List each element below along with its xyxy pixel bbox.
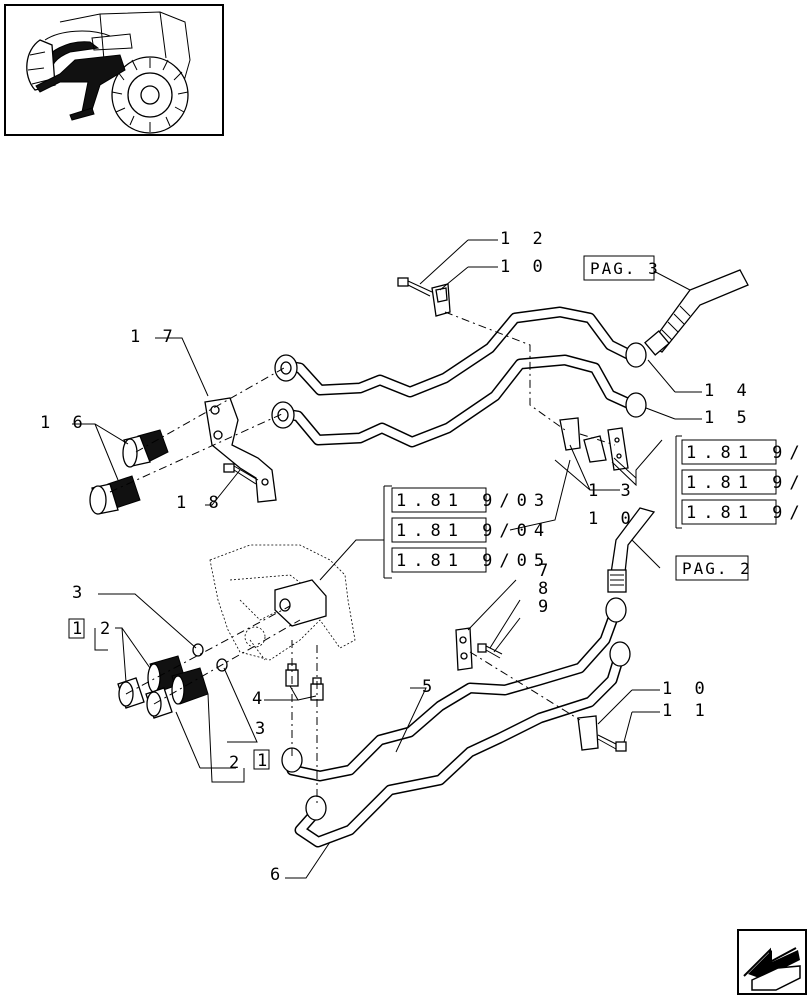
hose-pag3 (644, 269, 749, 356)
callout-2-top: 2 (100, 619, 116, 639)
ref-link[interactable]: 1.81 9/05 (391, 547, 551, 573)
svg-text:1: 1 (257, 751, 273, 771)
ref-link[interactable]: 1.81 9/03 (391, 487, 551, 513)
clamp-13 (559, 417, 629, 471)
callout-13: 1 3 (588, 481, 637, 501)
bolt-12 (397, 277, 433, 297)
bolt-9 (477, 643, 503, 659)
svg-text:1: 1 (72, 619, 88, 639)
valve-block-ghost (209, 544, 356, 661)
callout-7: 7 (538, 561, 554, 581)
page-ref-pag2[interactable]: PAG. 2 (675, 555, 752, 581)
upper-pipe-15[interactable] (279, 354, 638, 448)
callout-labels: 1 2 1 0 1 7 1 6 1 8 1 4 1 5 1 3 1 0 7 8 … (40, 229, 753, 885)
seal-ring-3 (192, 643, 228, 672)
svg-text:PAG. 2: PAG. 2 (682, 559, 752, 578)
clamp-10-top (431, 283, 451, 317)
clamp-7 (455, 627, 473, 671)
upper-pipe-14[interactable] (282, 306, 638, 398)
bracket-17[interactable] (204, 397, 277, 503)
callout-17: 1 7 (130, 327, 179, 347)
callout-10-top: 1 0 (500, 257, 549, 277)
ref-group-right: 1.81 9/ 1.81 9/ 1.81 9/ (675, 435, 807, 529)
callout-5: 5 (422, 677, 438, 697)
lower-pipe-6[interactable] (294, 648, 626, 848)
bolt-18 (223, 463, 259, 485)
callout-10-low: 1 0 (662, 679, 711, 699)
callout-8: 8 (538, 579, 554, 599)
tractor-thumbnail-icon[interactable] (4, 4, 224, 136)
ref-link[interactable]: 1.81 9/04 (391, 517, 551, 543)
bolt-11 (597, 734, 627, 752)
end-cap-1[interactable] (117, 677, 173, 719)
svg-text:1.81 9/05: 1.81 9/05 (396, 551, 551, 571)
page-ref-pag3[interactable]: PAG. 3 (583, 255, 660, 281)
boxed-callout-1-bot: 1 (253, 749, 273, 771)
callout-9: 9 (538, 597, 554, 617)
callout-18: 1 8 (176, 493, 225, 513)
svg-text:1.81 9/04: 1.81 9/04 (396, 521, 551, 541)
leader-lines (72, 239, 702, 879)
boxed-callout-1-top: 1 (68, 618, 88, 639)
ref-group-left: 1.81 9/03 1.81 9/04 1.81 9/05 (383, 485, 551, 579)
next-page-arrow-icon[interactable] (737, 929, 807, 995)
pipe-fitting (271, 342, 647, 429)
ref-link[interactable]: 1.81 9/ (681, 439, 807, 465)
callout-10-mid: 1 0 (588, 509, 637, 529)
svg-text:PAG. 3: PAG. 3 (590, 259, 660, 278)
svg-text:1.81 9/: 1.81 9/ (686, 473, 807, 493)
callout-15: 1 5 (704, 408, 753, 428)
callout-11: 1 1 (662, 701, 711, 721)
svg-text:1.81 9/03: 1.81 9/03 (396, 491, 551, 511)
svg-text:1.81 9/: 1.81 9/ (686, 503, 807, 523)
ref-link[interactable]: 1.81 9/ (681, 499, 807, 525)
callout-2-bot: 2 (229, 753, 245, 773)
callout-4: 4 (252, 689, 268, 709)
callout-6: 6 (270, 865, 286, 885)
svg-text:1.81 9/: 1.81 9/ (686, 443, 807, 463)
callout-3-bot: 3 (255, 719, 271, 739)
quick-coupler-2[interactable] (147, 655, 209, 705)
callout-3-top: 3 (72, 583, 88, 603)
callout-12: 1 2 (500, 229, 549, 249)
clamp-10-low (577, 715, 599, 751)
quick-coupler-16[interactable] (89, 429, 169, 515)
ref-link[interactable]: 1.81 9/ (681, 469, 807, 495)
callout-14: 1 4 (704, 381, 753, 401)
lower-pipe-5[interactable] (286, 604, 622, 782)
pipe-fitting (281, 597, 631, 821)
callout-16: 1 6 (40, 413, 89, 433)
hose-pag2 (607, 507, 656, 593)
